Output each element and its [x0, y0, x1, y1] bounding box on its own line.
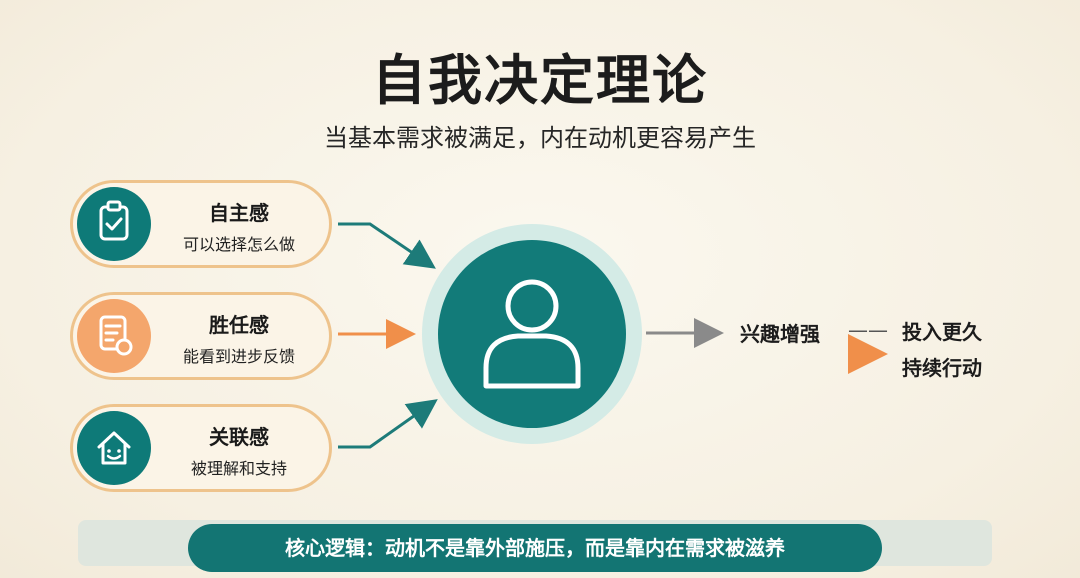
need-card-autonomy: 自主感 可以选择怎么做 [70, 180, 332, 268]
need-name: 自主感 [209, 201, 269, 225]
core-logic-banner: 核心逻辑：动机不是靠外部施压，而是靠内在需求被滋养 [188, 524, 882, 572]
outcome-interest: 兴趣增强 [740, 322, 820, 346]
outcome-dash: —— [848, 318, 888, 342]
need-name: 关联感 [209, 425, 269, 449]
need-description: 可以选择怎么做 [182, 235, 295, 254]
outcome-sustain: 持续行动 [902, 356, 982, 380]
home-heart-icon [77, 411, 151, 485]
need-name: 胜任感 [209, 313, 269, 337]
page-title: 自我决定理论 [372, 49, 708, 112]
document-progress-icon [77, 299, 151, 373]
need-card-relatedness: 关联感 被理解和支持 [70, 404, 332, 492]
person-icon [438, 240, 626, 428]
need-card-competence: 胜任感 能看到进步反馈 [70, 292, 332, 380]
need-description: 能看到进步反馈 [182, 347, 295, 366]
arrow-autonomy [338, 222, 436, 269]
clipboard-check-icon [77, 187, 151, 261]
need-description: 被理解和支持 [190, 459, 287, 478]
outcome-invest: 投入更久 [902, 320, 982, 344]
arrow-relatedness [338, 399, 438, 449]
page-subtitle: 当基本需求被满足，内在动机更容易产生 [324, 124, 756, 152]
